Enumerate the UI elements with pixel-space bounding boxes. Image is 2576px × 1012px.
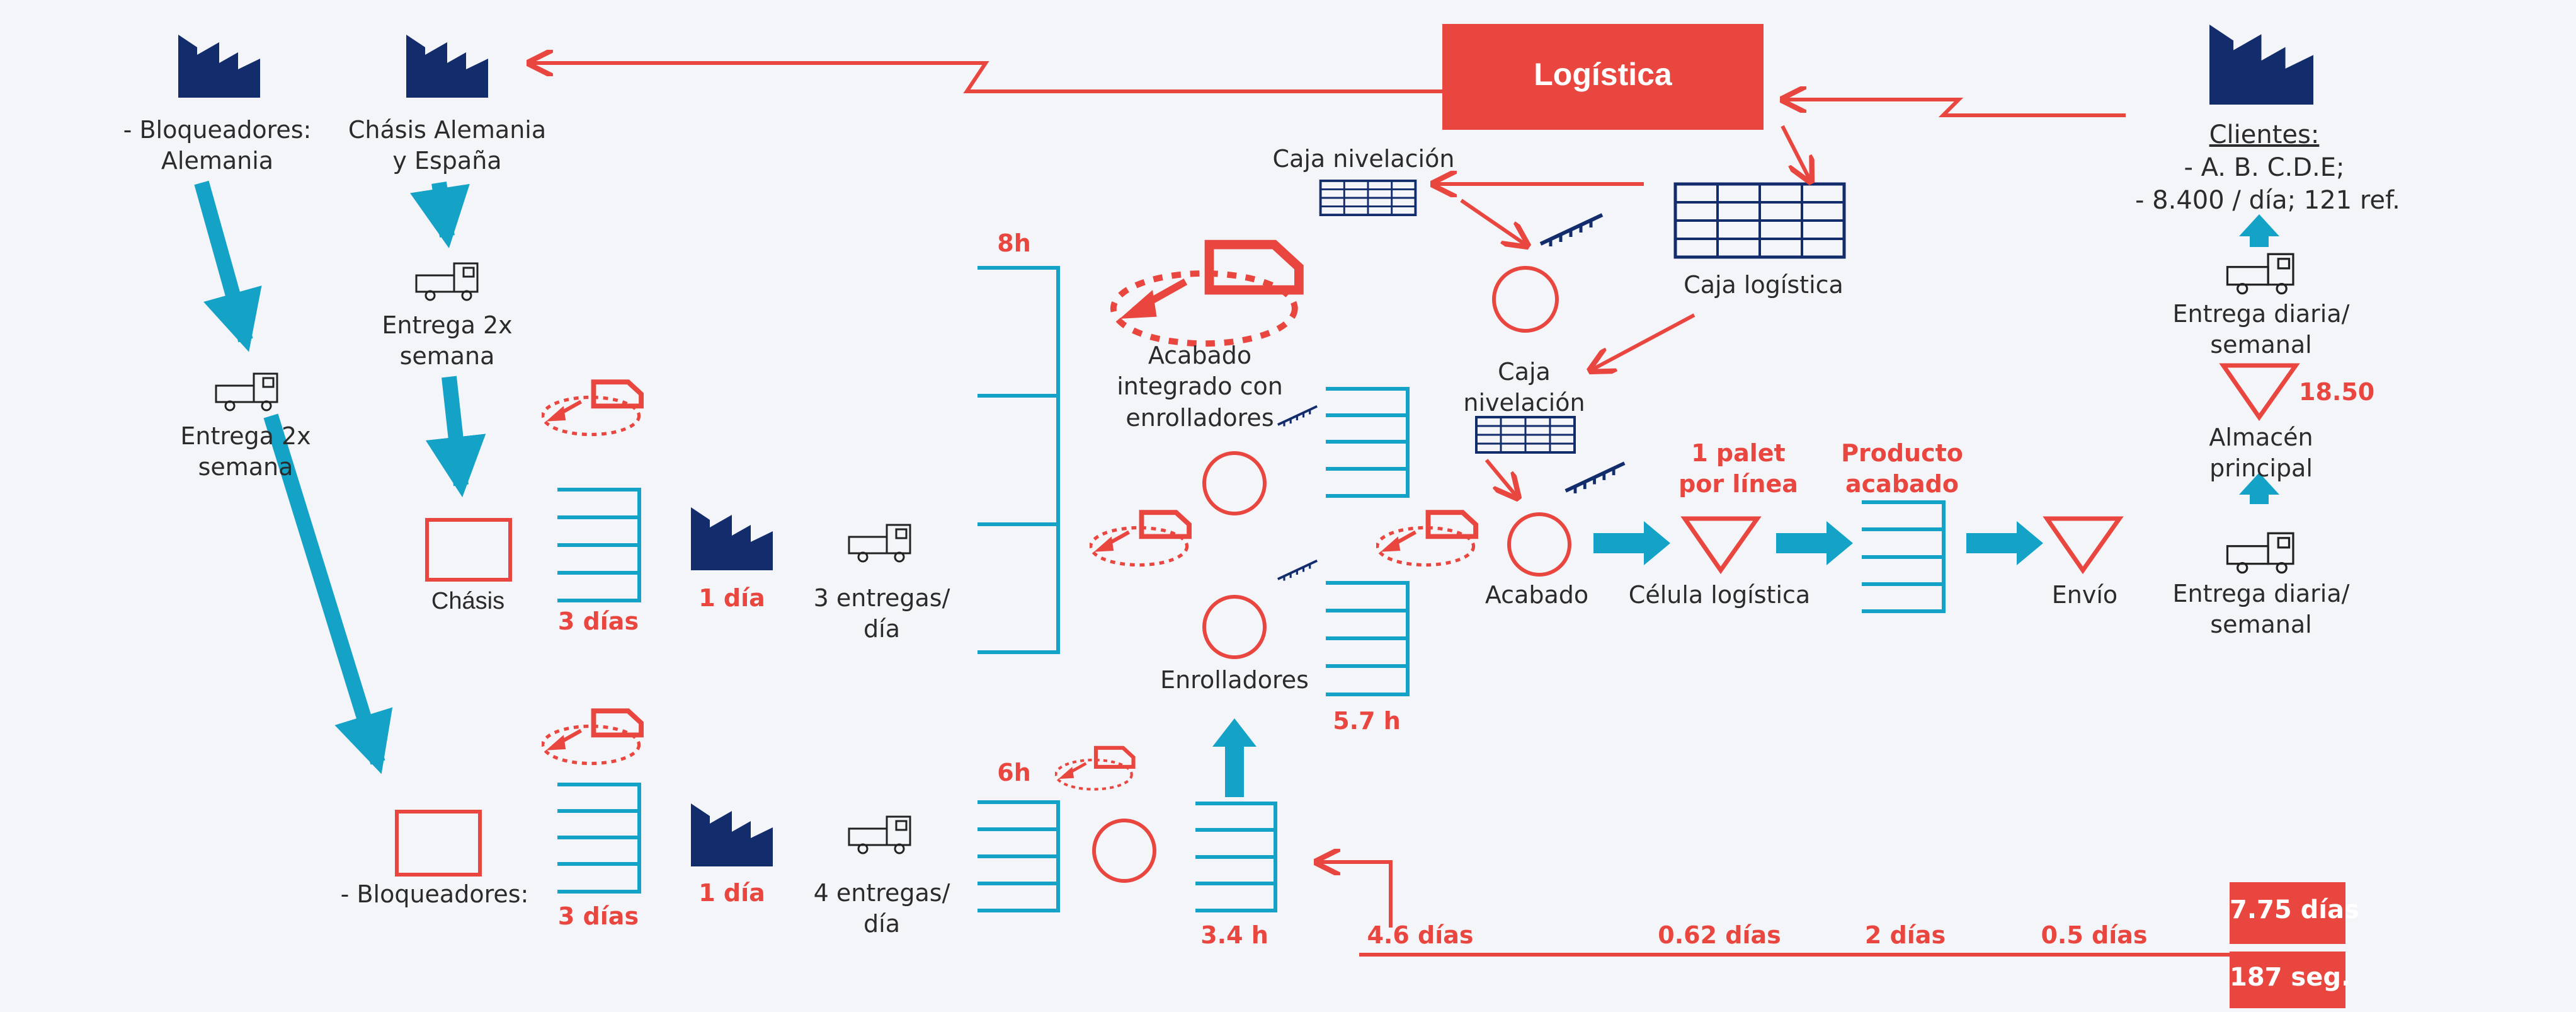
push-arrow-icon [194,180,486,774]
total-time-value: 187 seg. [2230,963,2351,992]
chassis-plant-days: 1 día [698,584,765,612]
blockers-days: 3 días [557,902,639,930]
factory-icon [178,35,260,98]
finish-label: Acabado [1485,581,1589,609]
kanban-card-icon [1114,244,1299,343]
factory-icon [406,35,488,98]
delivery-customer-top: Entrega diaria/semanal [2172,300,2350,359]
kaizen-burst-icon [1566,463,1625,493]
total-days-value: 7.75 días [2230,895,2359,924]
factory-icon [691,507,773,570]
logistic-cell-label: Célula logística [1628,581,1811,609]
delivery-blockers-line: 4 entregas/día [813,879,950,938]
supplier-blockers-label: - Bloqueadores:Alemania [123,116,312,175]
time-5-7h: 5.7 h [1333,707,1401,735]
timeline-t1: 4.6 días [1367,921,1474,949]
chassis-stock-box [425,518,512,582]
integrated-finish-label: Acabado integrado con enrolladores [1117,342,1283,432]
timeline-t2: 0.62 días [1658,921,1781,949]
time-6h: 6h [997,759,1031,786]
kanban-card-icon [1091,512,1189,565]
factory-icon [691,803,773,866]
kanban-card-icon [543,382,641,434]
truck-icon [848,524,911,563]
logistic-box-grid [1675,184,1844,257]
total-days-box [2230,882,2345,944]
blockers-plant-days: 1 día [698,879,765,907]
kaizen-burst-icon [1278,561,1317,581]
total-time-box [2230,952,2345,1008]
delivery-customer-bottom: Entrega diaria/semanal [2172,580,2350,639]
truck-icon [415,262,479,301]
time-8h: 8h [997,229,1031,257]
kanban-card-icon [1377,512,1476,565]
process-circle-icon [1092,266,1571,883]
blockers-label: - Bloqueadores: [340,880,529,908]
delivery-chassis-line: 3 entregas/día [813,584,950,643]
blockers-stock-box [395,810,482,877]
logistic-box-label: Caja logística [1684,271,1844,299]
logistics-title: Logística [1534,57,1673,92]
inventory-triangle-icon [1680,363,2300,575]
supermarket-icon [557,266,1946,912]
truck-icon [848,815,911,854]
information-flow-arrow [529,63,2126,928]
leveling-box-icon [1319,180,1417,216]
truck-icon [2226,253,2294,295]
kanban-card-icon [543,711,641,763]
rollers-label: Enrolladores [1160,666,1309,694]
chassis-label: Chásis [431,588,505,614]
leveling-box-icon [1475,416,1576,454]
kanban-card-icon [1056,748,1133,790]
kaizen-burst-icon [1541,215,1602,246]
leveling-box-top-label: Caja nivelación [1272,145,1455,173]
truck-icon [2226,532,2294,574]
time-3-4h: 3.4 h [1200,921,1268,949]
timeline-t4: 0.5 días [2041,921,2148,949]
factory-icon [2209,25,2313,105]
timeline-t3: 2 días [1864,921,1946,949]
push-arrow-icon [1212,214,2279,797]
customer-label: Clientes: - A. B. C.D.E; - 8.400 / día; … [2135,120,2400,215]
chassis-days: 3 días [557,607,639,635]
logistics-box [1442,24,1764,130]
shipping-label: Envío [2051,581,2118,609]
truck-icon [215,372,278,411]
warehouse-value: 18.50 [2299,378,2375,406]
